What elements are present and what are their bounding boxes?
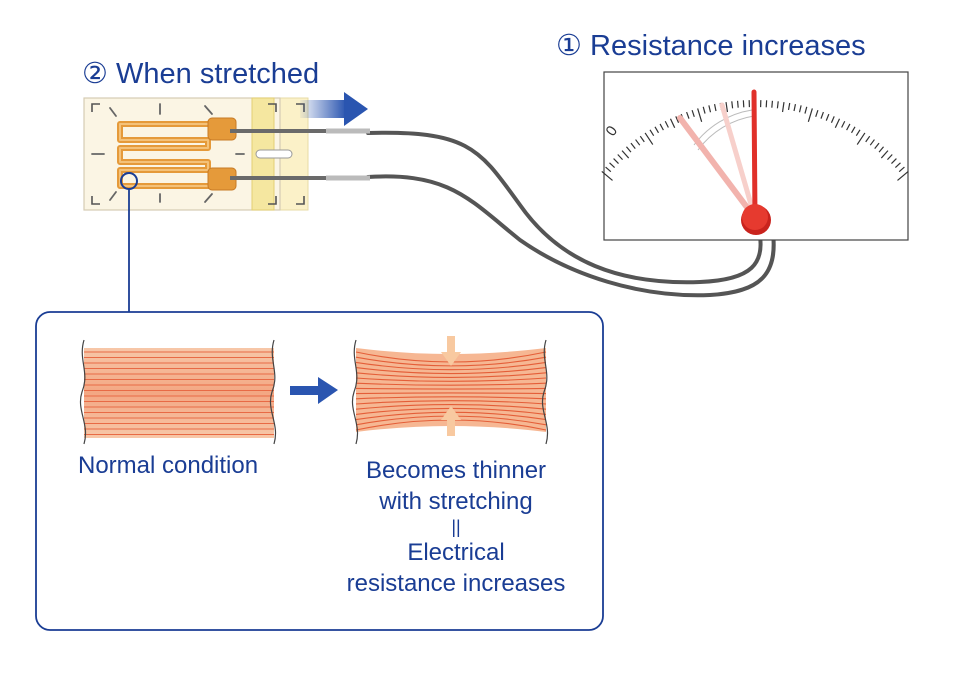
meter-tick — [617, 154, 623, 161]
fiber-line — [355, 372, 547, 379]
meter-tick — [897, 170, 909, 181]
meter-tick — [691, 109, 695, 117]
strain-gauge — [83, 97, 370, 211]
gauge-alignment-ticks — [91, 103, 245, 203]
meter-tick — [697, 108, 703, 122]
meter-pivot — [742, 204, 768, 230]
thinner-line-2: with stretching — [379, 488, 533, 515]
gauge-tab-slot — [255, 149, 293, 159]
meter-tick — [887, 154, 893, 161]
stretch-arrow-icon — [300, 92, 368, 126]
meter-tick — [781, 102, 785, 113]
normal-condition-caption: Normal condition — [78, 452, 259, 479]
thinner-line-1: Becomes thinner — [365, 457, 547, 484]
meter-tick — [725, 102, 729, 113]
result-line-2: resistance increases — [346, 570, 566, 597]
meter-tick — [669, 118, 676, 129]
meter-needle-ghost-1 — [677, 115, 758, 221]
meter-tick — [630, 142, 636, 149]
fiber-line — [355, 387, 547, 390]
meter-tick — [601, 170, 613, 181]
meter-tick — [621, 150, 630, 159]
meter-tick — [807, 108, 813, 122]
fiber-line — [355, 400, 547, 405]
step2-title: ② When stretched — [82, 58, 320, 90]
meter-tick — [713, 104, 717, 112]
transform-arrow-icon — [290, 377, 338, 404]
fiber-line — [355, 403, 547, 410]
step1-title: ① Resistance increases — [556, 30, 866, 62]
gauge-leads — [230, 128, 370, 181]
meter-tick — [855, 129, 861, 137]
meter-tick — [793, 104, 797, 112]
fiber-line — [355, 396, 547, 400]
gauge-base — [83, 97, 281, 211]
fiber-line — [355, 382, 547, 386]
meter-tick — [613, 158, 619, 164]
fiber-line — [355, 392, 547, 395]
compression-arrow-icons — [441, 336, 461, 436]
meter-tick — [874, 142, 880, 149]
meter-tick — [736, 100, 739, 108]
meter-scale — [601, 100, 909, 181]
meter-tick — [830, 116, 835, 124]
stretched-wire-illustration — [352, 336, 548, 445]
meter-tick — [865, 135, 871, 143]
meter-tick — [891, 158, 897, 164]
meter-tick — [846, 123, 851, 131]
meter-tick — [787, 102, 791, 111]
meter-tick — [771, 100, 774, 108]
meter-tick — [878, 146, 885, 153]
meter-tick — [834, 118, 841, 129]
meter-tick — [894, 162, 901, 168]
meter-tick — [776, 101, 779, 109]
meter-tick — [664, 121, 669, 128]
meter-needle — [751, 89, 758, 221]
meter-tick — [850, 126, 856, 134]
stretched-caption: Becomes thinner with stretching || Elect… — [330, 455, 582, 599]
fiber-line — [355, 361, 547, 371]
meter-tick — [625, 146, 632, 153]
meter-tick — [649, 129, 655, 137]
meter-tick — [841, 121, 846, 128]
meter-tick — [644, 132, 654, 145]
meter-tick — [686, 111, 690, 119]
meter-tick — [856, 132, 866, 145]
meter-tick — [635, 139, 641, 146]
fiber-line — [355, 367, 547, 375]
meter-tick — [820, 111, 824, 119]
meter-tick — [825, 113, 830, 121]
meter-tick — [702, 106, 706, 114]
meter-tick — [605, 166, 612, 173]
meter-tick — [804, 106, 808, 114]
resistance-meter: 0 — [601, 71, 909, 241]
meter-tick — [654, 126, 660, 134]
equals-symbol: || — [451, 517, 461, 537]
meter-tick — [731, 101, 734, 109]
meter-tick — [880, 150, 889, 159]
meter-tick — [798, 105, 802, 113]
meter-tick — [708, 105, 712, 113]
meter-tick — [639, 135, 645, 143]
fiber-line — [355, 377, 547, 382]
meter-tick — [869, 139, 875, 146]
meter-tick — [675, 116, 680, 124]
meter-needle-ghost-2 — [719, 102, 758, 221]
meter-tick — [609, 162, 616, 168]
meter-tick — [815, 109, 819, 117]
lead-wires — [366, 130, 776, 298]
meter-tick — [898, 166, 905, 173]
result-line-1: Electrical — [407, 539, 505, 566]
meter-tick — [659, 123, 664, 131]
normal-wire-illustration — [80, 339, 276, 445]
